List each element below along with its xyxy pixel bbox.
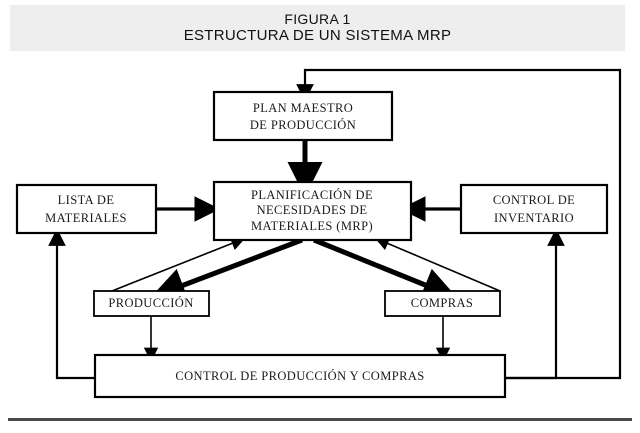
node-plan-maestro-rect xyxy=(212,90,394,142)
node-lista-materiales-line-2: MATERIALES xyxy=(45,211,127,225)
edge-control-to-plan-maestro xyxy=(296,68,622,380)
edge-mrp-to-produccion xyxy=(150,237,303,302)
footer-divider xyxy=(8,418,632,421)
node-produccion[interactable]: PRODUCCIÓN xyxy=(93,290,210,317)
node-mrp-line-1: PLANIFICACIÓN DE xyxy=(251,188,373,202)
figure-title-line-1: FIGURA 1 xyxy=(284,11,351,28)
node-plan-maestro[interactable]: PLAN MAESTRO DE PRODUCCIÓN xyxy=(212,90,394,142)
node-control-inventario[interactable]: CONTROL DE INVENTARIO xyxy=(459,183,609,235)
node-mrp-rect xyxy=(212,180,413,242)
node-control-produccion-compras-label: CONTROL DE PRODUCCIÓN Y COMPRAS xyxy=(175,369,424,383)
figure-title-line-2: ESTRUCTURA DE UN SISTEMA MRP xyxy=(183,27,452,45)
edge-control-to-lista-materiales xyxy=(48,228,95,380)
edge-compras-to-mrp xyxy=(374,236,501,292)
node-control-inventario-rect xyxy=(459,183,609,235)
node-compras-label: COMPRAS xyxy=(411,296,474,310)
node-mrp-line-2: NECESIDADES DE xyxy=(257,203,368,217)
edge-mrp-to-compras xyxy=(313,237,458,302)
node-compras-rect xyxy=(384,290,501,317)
node-produccion-rect xyxy=(93,290,210,317)
node-mrp-line-3: MATERIALES (MRP) xyxy=(251,219,373,233)
node-mrp[interactable]: PLANIFICACIÓN DE NECESIDADES DE MATERIAL… xyxy=(212,180,413,242)
node-lista-materiales-line-1: LISTA DE xyxy=(58,193,115,207)
node-control-inventario-line-2: INVENTARIO xyxy=(494,211,574,225)
node-control-produccion-compras[interactable]: CONTROL DE PRODUCCIÓN Y COMPRAS xyxy=(93,353,507,399)
node-control-inventario-line-1: CONTROL DE xyxy=(493,193,575,207)
edge-produccion-to-mrp xyxy=(111,236,246,292)
node-control-produccion-compras-rect xyxy=(93,353,507,399)
node-lista-materiales-rect xyxy=(15,183,158,235)
node-plan-maestro-line-2: DE PRODUCCIÓN xyxy=(250,118,356,132)
node-plan-maestro-line-1: PLAN MAESTRO xyxy=(253,101,353,115)
node-produccion-label: PRODUCCIÓN xyxy=(108,296,193,310)
edge-control-to-control-inventario xyxy=(505,228,565,380)
node-compras[interactable]: COMPRAS xyxy=(384,290,501,317)
node-lista-materiales[interactable]: LISTA DE MATERIALES xyxy=(15,183,158,235)
figure-title-band: FIGURA 1 ESTRUCTURA DE UN SISTEMA MRP xyxy=(10,5,625,51)
